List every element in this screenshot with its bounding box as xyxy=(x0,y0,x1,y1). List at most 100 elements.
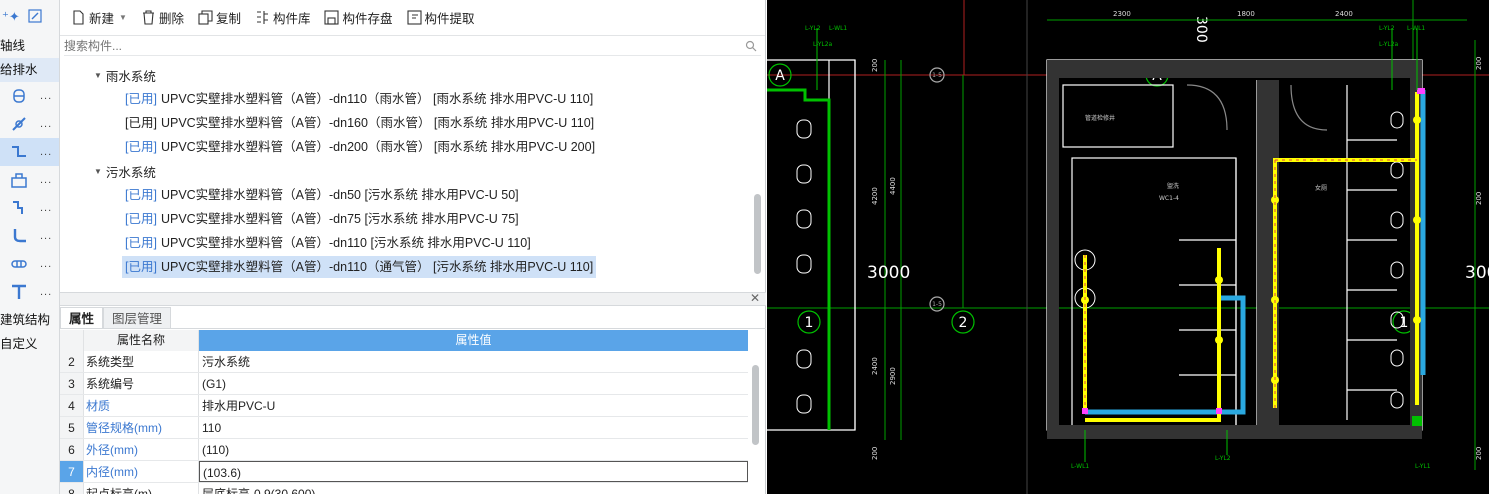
used-tag: [已用] xyxy=(125,188,157,202)
delete-button[interactable]: 删除 xyxy=(136,8,189,27)
nav-category-custom[interactable]: 自定义 xyxy=(0,337,38,351)
property-value[interactable]: 层底标高-0.9(30.600) xyxy=(202,487,316,494)
grid-scrollbar[interactable] xyxy=(752,365,759,445)
tree-item[interactable]: [已用]UPVC实壁排水塑料管（A管）-dn110（雨水管） [雨水系统 排水用… xyxy=(122,88,596,110)
library-label: 构件库 xyxy=(272,12,311,26)
collapse-triangle-icon[interactable]: ▼ xyxy=(94,71,102,80)
property-row[interactable]: 6 外径(mm) (110) xyxy=(60,439,748,461)
cad-drawing: 200 4200 4400 2400 2900 200 3000 3000 30… xyxy=(767,0,1489,494)
tree-item[interactable]: [已用]UPVC实壁排水塑料管（A管）-dn75 [污水系统 排水用PVC-U … xyxy=(122,208,522,230)
property-row-selected[interactable]: 7 内径(mm) (103.6) xyxy=(60,461,748,483)
delete-label: 删除 xyxy=(158,12,184,26)
cad-viewport[interactable]: 200 4200 4400 2400 2900 200 3000 3000 30… xyxy=(767,0,1489,494)
tool-more[interactable]: ... xyxy=(40,174,53,186)
tree-group-sewage[interactable]: ▼ 污水系统 xyxy=(94,162,156,181)
tree-item[interactable]: [已用]UPVC实壁排水塑料管（A管）-dn110 [污水系统 排水用PVC-U… xyxy=(122,232,534,254)
pipe-tag: L-WL1 xyxy=(829,25,847,32)
tool-more[interactable]: ... xyxy=(40,146,53,158)
copy-button[interactable]: 复制 xyxy=(193,8,246,27)
used-tag: [已用] xyxy=(125,116,157,130)
property-value[interactable]: 排水用PVC-U xyxy=(202,399,276,413)
tool-flange[interactable]: ... xyxy=(0,250,59,278)
tool-valve[interactable]: ... xyxy=(0,110,59,138)
nav-category-axis[interactable]: 轴线 xyxy=(0,39,26,53)
tool-elbow[interactable]: ... xyxy=(0,222,59,250)
pipe-tag: L-WL1 xyxy=(1071,463,1089,470)
tree-item-label: UPVC实壁排水塑料管（A管）-dn75 [污水系统 排水用PVC-U 75] xyxy=(160,212,519,226)
nav-category-plumbing[interactable]: 给排水 xyxy=(0,58,59,82)
panel-splitter[interactable]: ✕ xyxy=(60,291,766,306)
new-button[interactable]: 新建 ▼ xyxy=(66,8,132,27)
property-value-editor[interactable]: (103.6) xyxy=(199,461,748,482)
property-value[interactable]: 110 xyxy=(202,421,222,435)
property-value[interactable]: 污水系统 xyxy=(202,355,251,369)
tree-group-rain[interactable]: ▼ 雨水系统 xyxy=(94,66,156,85)
collapse-triangle-icon[interactable]: ▼ xyxy=(94,167,102,176)
axis-label: 1 xyxy=(805,315,814,331)
save-component-button[interactable]: 构件存盘 xyxy=(319,8,397,27)
save-label: 构件存盘 xyxy=(342,12,393,26)
property-row[interactable]: 4 材质 排水用PVC-U xyxy=(60,395,748,417)
extract-label: 构件提取 xyxy=(424,12,475,26)
row-number-header xyxy=(60,330,84,351)
tree-item-selected[interactable]: [已用]UPVC实壁排水塑料管（A管）-dn110（通气管） [污水系统 排水用… xyxy=(122,256,597,278)
property-row[interactable]: 3 系统编号 (G1) xyxy=(60,373,748,395)
tool-equipment[interactable]: ... xyxy=(0,166,59,194)
property-value[interactable]: (G1) xyxy=(202,377,226,391)
library-button[interactable]: 构件库 xyxy=(250,8,316,27)
dim-label: 200 xyxy=(871,447,879,460)
property-value-header: 属性值 xyxy=(199,330,748,351)
property-tabs: 属性 图层管理 xyxy=(60,307,766,329)
tree-item-label: UPVC实壁排水塑料管（A管）-dn110（雨水管） [雨水系统 排水用PVC-… xyxy=(160,92,594,106)
tool-pipe-fitting[interactable]: ... xyxy=(0,82,59,110)
tab-properties[interactable]: 属性 xyxy=(60,307,104,328)
used-tag: [已用] xyxy=(125,140,157,154)
dim-label: 200 xyxy=(1475,447,1483,460)
add-icon[interactable]: ⁺✦ xyxy=(2,9,20,24)
search-bar xyxy=(64,36,761,56)
room-label: 管道检修井 xyxy=(1085,114,1115,122)
property-value[interactable]: (110) xyxy=(202,443,230,457)
search-icon[interactable] xyxy=(745,40,757,52)
tool-more[interactable]: ... xyxy=(40,258,53,270)
chevron-down-icon[interactable]: ▼ xyxy=(119,13,127,22)
tree-item[interactable]: [已用]UPVC实壁排水塑料管（A管）-dn160（雨水管） [雨水系统 排水用… xyxy=(122,112,597,134)
tool-more[interactable]: ... xyxy=(40,286,53,298)
close-icon[interactable]: ✕ xyxy=(749,291,760,305)
edit-icon[interactable] xyxy=(28,8,42,26)
extract-button[interactable]: 构件提取 xyxy=(402,8,480,27)
property-name: 系统编号 xyxy=(84,373,199,394)
property-row[interactable]: 8 起点标高(m) 层底标高-0.9(30.600) xyxy=(60,483,748,494)
property-row[interactable]: 2 系统类型 污水系统 xyxy=(60,351,748,373)
tree-group-label: 雨水系统 xyxy=(105,70,156,84)
property-name: 外径(mm) xyxy=(84,439,199,460)
tool-tee[interactable]: ... xyxy=(0,278,59,306)
section-tag: 1-5 xyxy=(932,72,942,79)
tool-more[interactable]: ... xyxy=(40,202,53,214)
tab-layer-management[interactable]: 图层管理 xyxy=(103,307,172,328)
used-tag: [已用] xyxy=(125,260,157,274)
tree-item[interactable]: [已用]UPVC实壁排水塑料管（A管）-dn50 [污水系统 排水用PVC-U … xyxy=(122,184,522,206)
pipe-tag: L-YL2 xyxy=(805,25,821,32)
tree-item[interactable]: [已用]UPVC实壁排水塑料管（A管）-dn200（雨水管） [雨水系统 排水用… xyxy=(122,136,598,158)
tool-pipe[interactable]: ... xyxy=(0,138,59,166)
dim-label: 200 xyxy=(1475,57,1483,70)
row-number: 5 xyxy=(60,417,84,438)
tree-scrollbar[interactable] xyxy=(754,194,761,274)
flange-icon xyxy=(11,260,27,268)
property-name: 材质 xyxy=(84,395,199,416)
tree-item-label: UPVC实壁排水塑料管（A管）-dn110（通气管） [污水系统 排水用PVC-… xyxy=(160,260,594,274)
search-input[interactable] xyxy=(64,38,745,53)
copy-icon xyxy=(198,10,213,25)
property-name: 内径(mm) xyxy=(84,461,199,482)
nav-category-structure[interactable]: 建筑结构 xyxy=(0,313,51,327)
tool-more[interactable]: ... xyxy=(40,118,53,130)
valve-icon xyxy=(12,117,26,131)
tool-more[interactable]: ... xyxy=(40,230,53,242)
pipe-tag: L-YL2 xyxy=(1379,25,1395,32)
tool-more[interactable]: ... xyxy=(40,90,53,102)
dim-label: 4400 xyxy=(889,177,897,195)
property-row[interactable]: 5 管径规格(mm) 110 xyxy=(60,417,748,439)
tool-connector[interactable]: ... xyxy=(0,194,59,222)
property-name: 系统类型 xyxy=(84,351,199,372)
